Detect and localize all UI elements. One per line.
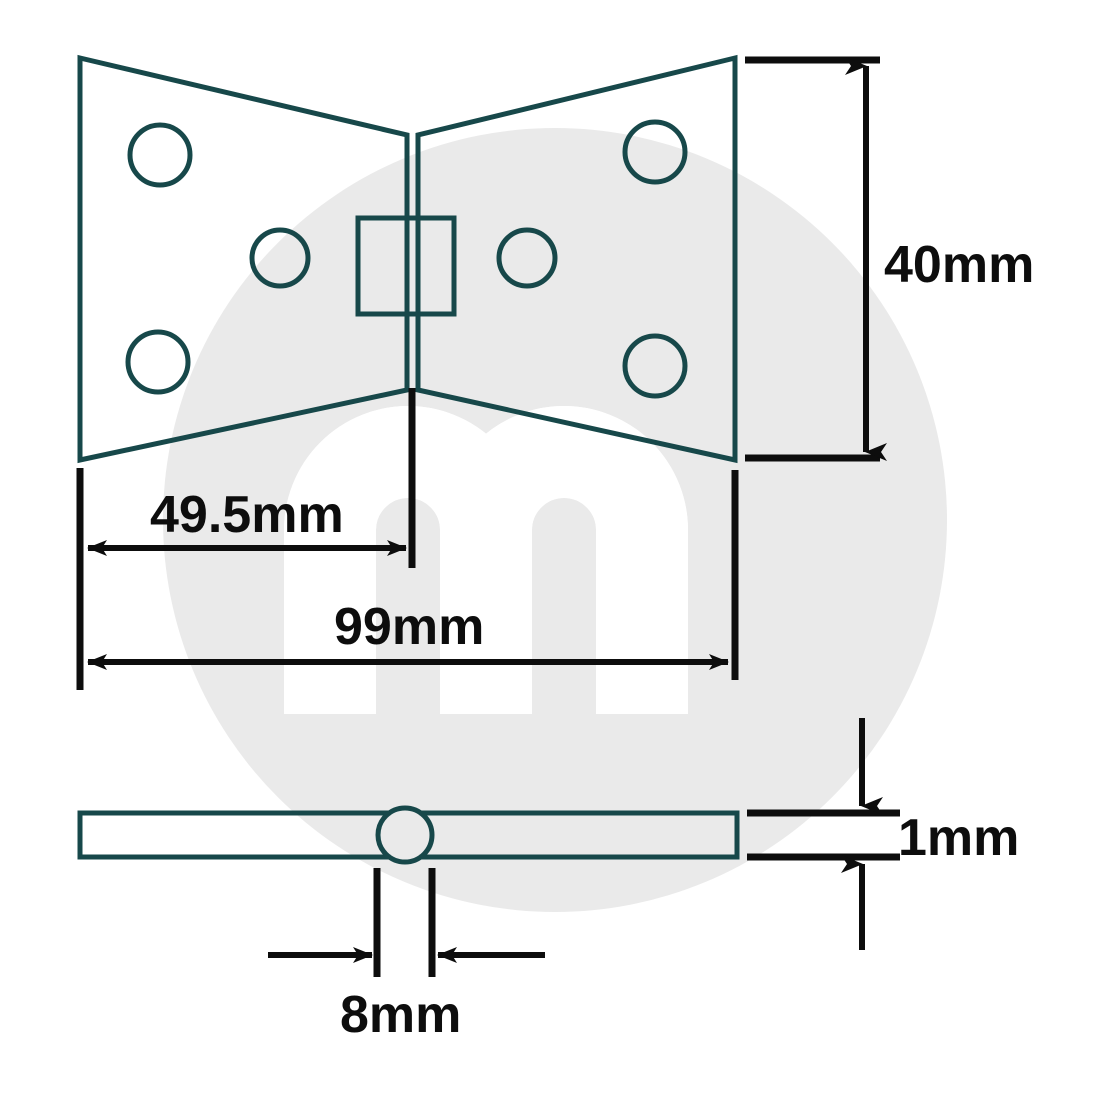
- dimension-label-half-width: 49.5mm: [150, 486, 344, 544]
- knuckle-block: [355, 215, 457, 317]
- dimension-label-knuckle: 8mm: [340, 986, 461, 1044]
- watermark: [163, 128, 947, 912]
- dimension-label-overall-width: 99mm: [334, 598, 484, 656]
- screw-hole: [622, 333, 688, 399]
- side-left-leaf: [77, 810, 391, 860]
- dimension-label-height: 40mm: [884, 236, 1034, 294]
- dimension-half-width-49-5mm: 49.5mm: [76, 388, 416, 690]
- hinge-pin-circle: [375, 805, 435, 865]
- right-leaf-outline: [415, 54, 738, 464]
- screw-hole: [125, 329, 191, 395]
- dimension-thickness-1mm: 1mm: [747, 718, 1019, 950]
- dimension-overall-width-99mm: 99mm: [87, 470, 739, 680]
- watermark-logo-icon: [284, 406, 688, 774]
- left-leaf-outline: [77, 54, 410, 464]
- side-view: [77, 805, 740, 865]
- screw-hole: [496, 227, 558, 289]
- front-view: [77, 54, 738, 464]
- screw-hole: [127, 122, 193, 188]
- side-right-leaf: [419, 810, 740, 860]
- dimension-height-40mm: 40mm: [745, 56, 1034, 462]
- dimension-knuckle-8mm: 8mm: [268, 868, 545, 1044]
- screw-hole: [249, 227, 311, 289]
- dimension-label-thickness: 1mm: [898, 809, 1019, 867]
- screw-hole: [622, 119, 688, 185]
